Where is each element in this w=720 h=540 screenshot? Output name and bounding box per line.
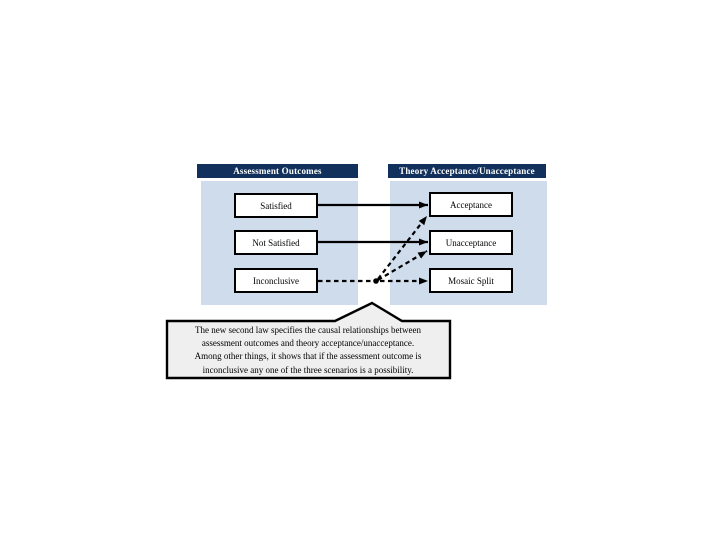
node-satisfied: Satisfied <box>234 193 318 218</box>
callout-text-line: inconclusive any one of the three scenar… <box>202 364 414 375</box>
callout-text-line: Among other things, it shows that if the… <box>194 351 422 362</box>
callout-text-line: assessment outcomes and theory acceptanc… <box>201 338 415 349</box>
node-acceptance: Acceptance <box>429 192 513 217</box>
node-unacceptance: Unacceptance <box>429 230 513 255</box>
node-inconclusive: Inconclusive <box>234 268 318 293</box>
node-mosaic-split: Mosaic Split <box>429 268 513 293</box>
left-column-header: Assessment Outcomes <box>197 164 358 178</box>
junction-dot <box>373 278 379 284</box>
right-column-header: Theory Acceptance/Unacceptance <box>388 164 546 178</box>
node-not-satisfied: Not Satisfied <box>234 230 318 255</box>
callout-text: The new second law specifies the causal … <box>172 324 444 376</box>
callout-text-line: The new second law specifies the causal … <box>195 325 421 335</box>
